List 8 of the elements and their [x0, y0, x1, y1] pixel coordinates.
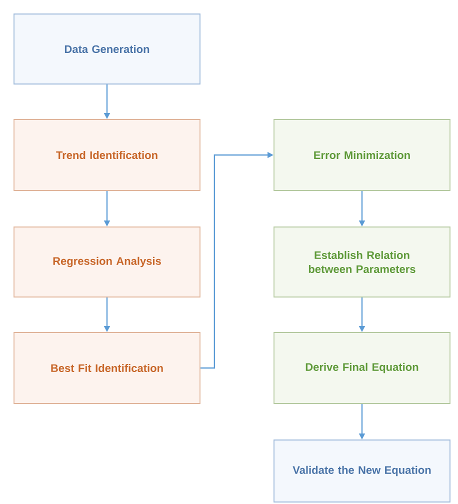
process-box: Data Generation [14, 14, 200, 84]
process-box: Error Minimization [274, 119, 450, 191]
process-box: Trend Identification [14, 119, 200, 191]
process-box: Regression Analysis [14, 226, 200, 298]
process-box: Establish Relation between Parameters [274, 226, 450, 298]
process-box: Best Fit Identification [14, 332, 200, 404]
process-box: Derive Final Equation [274, 332, 450, 404]
process-box: Validate the New Equation [274, 440, 450, 502]
